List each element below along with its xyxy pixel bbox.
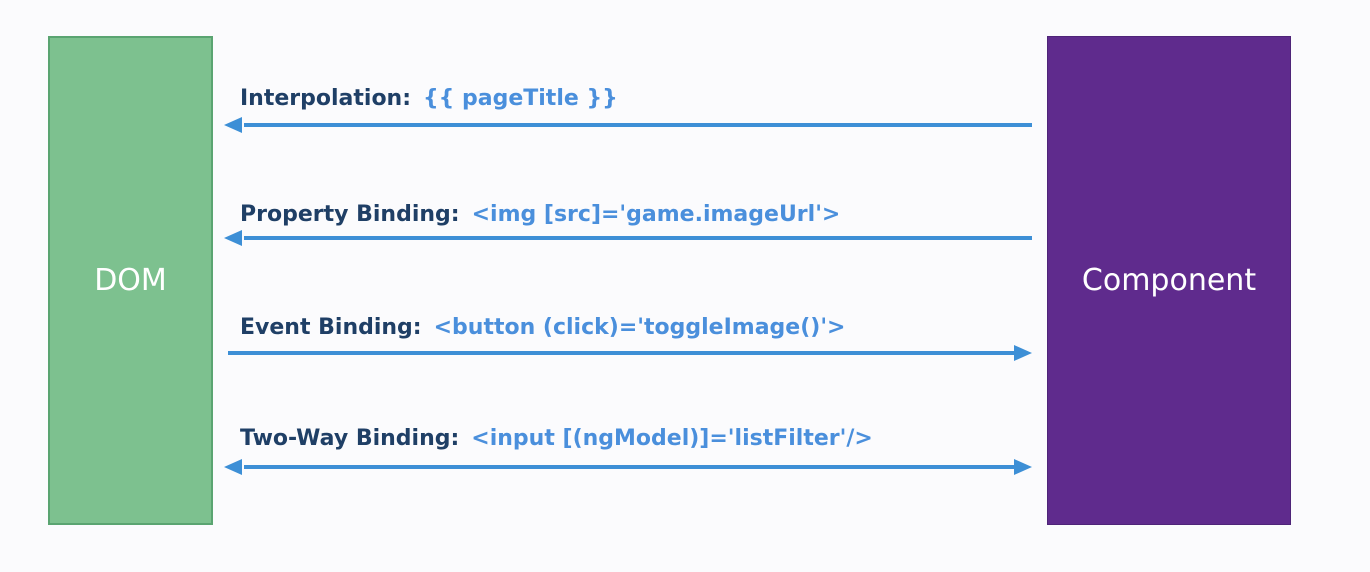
event-binding-row: Event Binding: <button (click)='toggleIma… [240,317,846,339]
arrow-head [224,230,242,246]
arrow-head [224,117,242,133]
binding-code: {{ pageTitle }} [423,86,618,111]
arrow-head [224,459,242,475]
property-binding-row: Property Binding: <img [src]='game.imageU… [240,204,840,226]
arrow-head [1014,345,1032,361]
dom-label: DOM [94,263,167,298]
binding-name: Event Binding: [240,315,422,340]
binding-name: Interpolation: [240,86,412,111]
dom-box: DOM [48,36,213,525]
binding-name: Two-Way Binding: [240,426,460,451]
binding-code: <input [(ngModel)]='listFilter'/> [471,426,873,451]
binding-code: <button (click)='toggleImage()'> [433,315,846,340]
interpolation-row: Interpolation: {{ pageTitle }} [240,88,618,110]
arrow-head [1014,459,1032,475]
binding-code: <img [src]='game.imageUrl'> [471,202,841,227]
component-label: Component [1081,263,1257,298]
binding-name: Property Binding: [240,202,460,227]
two-way-binding-row: Two-Way Binding: <input [(ngModel)]='list… [240,428,873,450]
component-box: Component [1047,36,1291,525]
